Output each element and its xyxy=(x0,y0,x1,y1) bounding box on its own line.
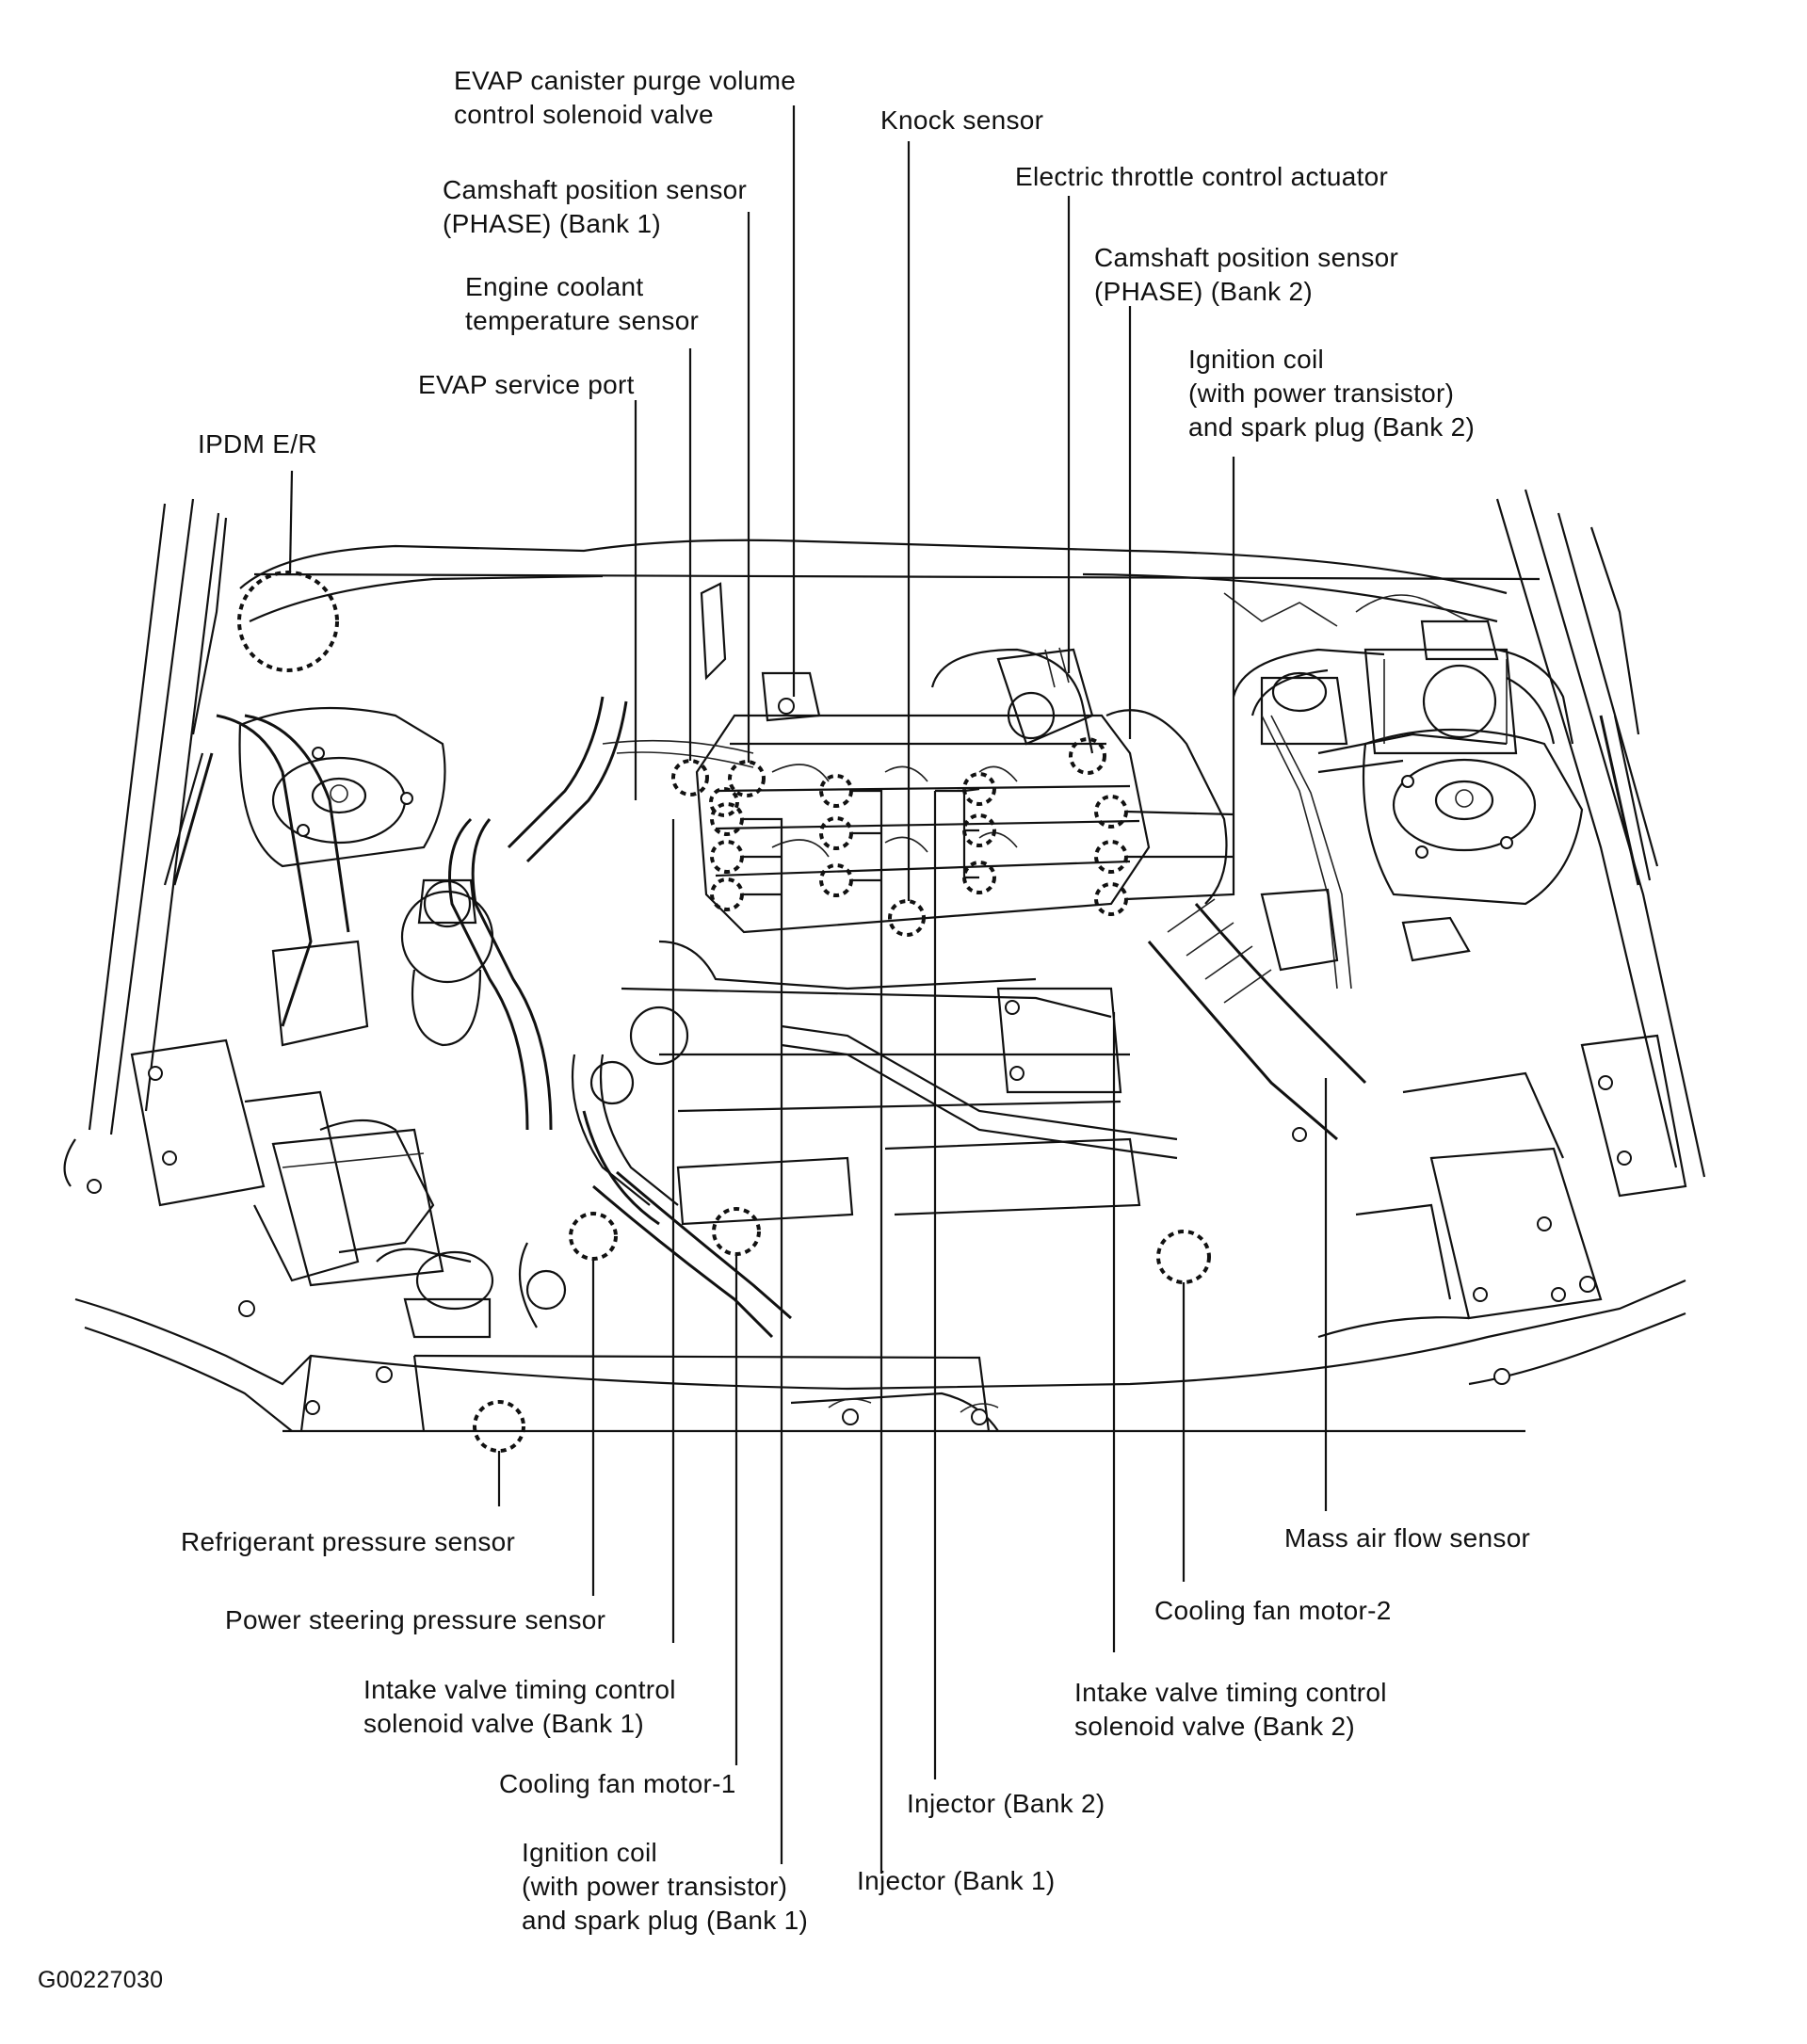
knock-sensor-marker xyxy=(888,899,926,937)
label-mass-air-flow: Mass air flow sensor xyxy=(1284,1523,1531,1553)
component-location-markers xyxy=(237,571,1211,1453)
label-injector-bank1: Injector (Bank 1) xyxy=(857,1866,1056,1895)
injector-bank1-marker-1 xyxy=(819,774,853,808)
label-intake-valve-bank1: Intake valve timing control solenoid val… xyxy=(363,1675,676,1738)
label-camshaft-bank2: Camshaft position sensor (PHASE) (Bank 2… xyxy=(1094,243,1399,306)
engine-coolant-marker xyxy=(671,759,709,797)
figure-code: G00227030 xyxy=(38,1967,164,1993)
label-cooling-fan-motor-1: Cooling fan motor-1 xyxy=(499,1769,736,1798)
label-intake-valve-bank2: Intake valve timing control solenoid val… xyxy=(1074,1678,1387,1741)
label-refrigerant-pressure: Refrigerant pressure sensor xyxy=(181,1527,516,1556)
cooling-fan-1-marker xyxy=(712,1207,761,1256)
ipdm-marker xyxy=(237,571,339,672)
label-injector-bank2: Injector (Bank 2) xyxy=(907,1789,1105,1818)
injector-bank2-marker-1 xyxy=(962,772,996,806)
injector-bank1-marker-2 xyxy=(819,816,853,850)
engine-bay-artwork xyxy=(63,489,1706,1433)
label-knock-sensor: Knock sensor xyxy=(880,105,1044,135)
ignition-coil-bank1-marker-1 xyxy=(710,802,744,836)
label-engine-coolant: Engine coolant temperature sensor xyxy=(465,272,700,335)
label-electric-throttle: Electric throttle control actuator xyxy=(1015,162,1389,191)
injector-bank1-marker-3 xyxy=(819,863,853,897)
camshaft-bank2-marker xyxy=(1069,737,1106,775)
label-camshaft-bank1: Camshaft position sensor (PHASE) (Bank 1… xyxy=(443,175,748,238)
label-ignition-coil-bank1: Ignition coil (with power transistor) an… xyxy=(522,1838,809,1935)
ignition-coil-bank1-marker-2 xyxy=(710,840,744,874)
label-ignition-coil-bank2: Ignition coil (with power transistor) an… xyxy=(1188,345,1476,442)
camshaft-bank1-marker xyxy=(728,760,766,797)
label-power-steering-pressure: Power steering pressure sensor xyxy=(225,1605,606,1634)
ignition-coil-bank2-marker-2 xyxy=(1094,840,1128,874)
label-evap-canister-purge: EVAP canister purge volume control solen… xyxy=(454,66,797,129)
label-cooling-fan-motor-2: Cooling fan motor-2 xyxy=(1154,1596,1392,1625)
label-evap-service-port: EVAP service port xyxy=(418,370,635,399)
intake-valve-bank1-marker xyxy=(709,787,739,817)
leader-lines xyxy=(288,105,1328,1874)
ignition-coil-bank1-marker-3 xyxy=(710,877,744,911)
refrigerant-marker xyxy=(473,1400,525,1453)
power-steering-marker xyxy=(569,1212,618,1261)
label-ipdm: IPDM E/R xyxy=(198,429,317,459)
cooling-fan-2-marker xyxy=(1156,1230,1211,1284)
